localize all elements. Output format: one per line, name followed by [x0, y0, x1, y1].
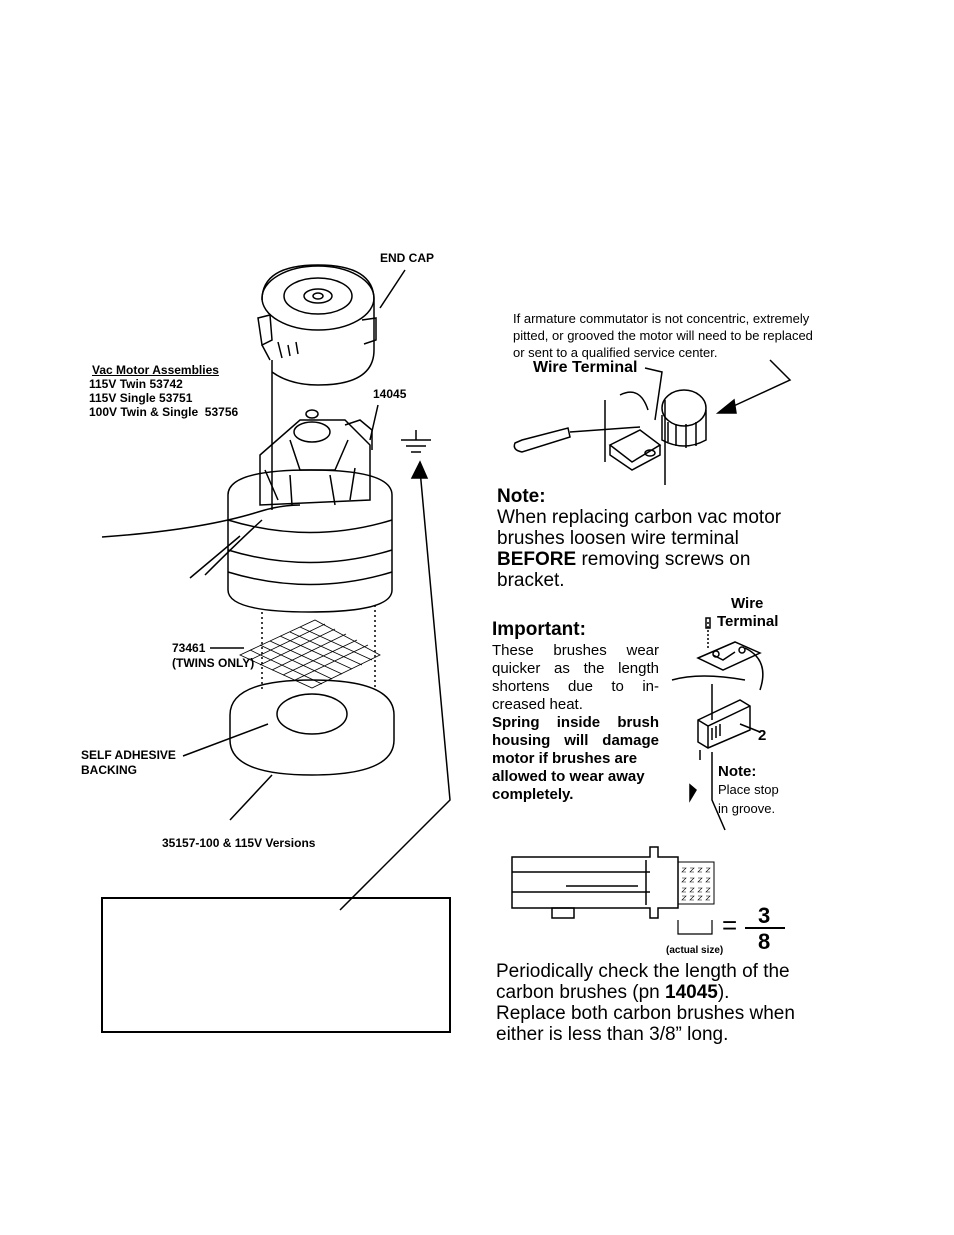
- actual-size-caption: (actual size): [666, 945, 724, 956]
- fraction-denominator: 8: [758, 929, 771, 954]
- important-bold-line: Spring inside brush: [492, 714, 659, 731]
- end-cap-drawing: [257, 264, 406, 386]
- screen-mesh-drawing: [239, 619, 381, 689]
- end-cap-label: END CAP: [380, 251, 435, 265]
- note-line: brushes loosen wire terminal: [497, 528, 739, 549]
- important-line: quicker as the length: [492, 660, 659, 677]
- part-number-14045: 14045: [665, 982, 718, 1003]
- brush-wire-label: Wire: [731, 595, 764, 612]
- periodic-line: carbon brushes (pn 14045).: [496, 982, 795, 1003]
- important-line: creased heat.: [492, 696, 583, 713]
- periodic-line: either is less than 3/8” long.: [496, 1024, 729, 1045]
- backing-label: BACKING: [81, 763, 137, 777]
- armature-note-line: or sent to a qualified service center.: [513, 345, 718, 360]
- brush-note-line: in groove.: [718, 801, 776, 816]
- ground-symbol: [401, 430, 431, 453]
- brush-terminal-label: Terminal: [717, 613, 779, 630]
- carbon-pattern: [681, 867, 711, 901]
- motor-armature-drawing: [259, 404, 379, 506]
- vac-motor-title: Vac Motor Assemblies: [92, 363, 219, 377]
- fraction-numerator: 3: [758, 903, 771, 928]
- periodic-line: Replace both carbon brushes when: [496, 1003, 795, 1024]
- screen-part-label: 73461: [172, 641, 206, 655]
- important-line: shortens due to in-: [492, 678, 659, 695]
- periodic-line: Periodically check the length of the: [496, 961, 790, 982]
- brush-note-heading: Note:: [718, 763, 757, 780]
- callout-2: 2: [758, 727, 767, 744]
- armature-note: If armature commutator is not concentric…: [513, 310, 813, 361]
- important-heading: Important:: [492, 619, 586, 640]
- important-bold-line: housing will damage: [492, 732, 659, 749]
- note-line-rest: removing screws on: [576, 549, 751, 570]
- important-bold-line: motor if brushes are: [492, 750, 638, 767]
- important-text: These brushes wear quicker as the length…: [492, 642, 659, 804]
- important-line: These brushes wear: [492, 642, 659, 659]
- gasket-ring-drawing: [229, 679, 395, 776]
- commutator-drawing: [513, 367, 707, 485]
- note-line: When replacing carbon vac motor: [497, 507, 782, 528]
- vac-motor-item: 115V Single 53751: [89, 391, 193, 405]
- important-bold-line: completely.: [492, 786, 574, 803]
- wire-terminal-label: Wire Terminal: [533, 359, 638, 376]
- twins-only-label: (TWINS ONLY): [172, 656, 255, 670]
- motor-body-drawing: [227, 469, 393, 613]
- armature-note-line: If armature commutator is not concentric…: [513, 311, 810, 326]
- part-14045-label: 14045: [373, 387, 407, 401]
- equals-sign: =: [722, 910, 738, 940]
- important-bold-line: allowed to wear away: [492, 768, 645, 785]
- empty-note-box: [101, 897, 451, 1033]
- armature-note-line: pitted, or grooved the motor will need t…: [513, 328, 813, 343]
- versions-label: 35157-100 & 115V Versions: [162, 836, 316, 850]
- brush-note-line: Place stop: [718, 782, 779, 797]
- note-block: Note: When replacing carbon vac motor br…: [497, 486, 781, 591]
- note-line: BEFORE removing screws on: [497, 549, 781, 570]
- periodic-line-post: ).: [717, 982, 730, 1003]
- periodic-check-block: Periodically check the length of the car…: [496, 961, 795, 1045]
- note-before: BEFORE: [497, 549, 577, 570]
- note-line: bracket.: [497, 570, 565, 591]
- periodic-line-pre: carbon brushes (pn: [496, 982, 665, 1003]
- brush-holder-drawing: [671, 617, 764, 831]
- note-heading: Note:: [497, 486, 546, 507]
- self-adhesive-label: SELF ADHESIVE: [81, 748, 176, 762]
- vac-motor-item: 115V Twin 53742: [89, 377, 183, 391]
- vac-motor-item: 100V Twin & Single 53756: [89, 405, 239, 419]
- brush-length-drawing: [511, 846, 679, 919]
